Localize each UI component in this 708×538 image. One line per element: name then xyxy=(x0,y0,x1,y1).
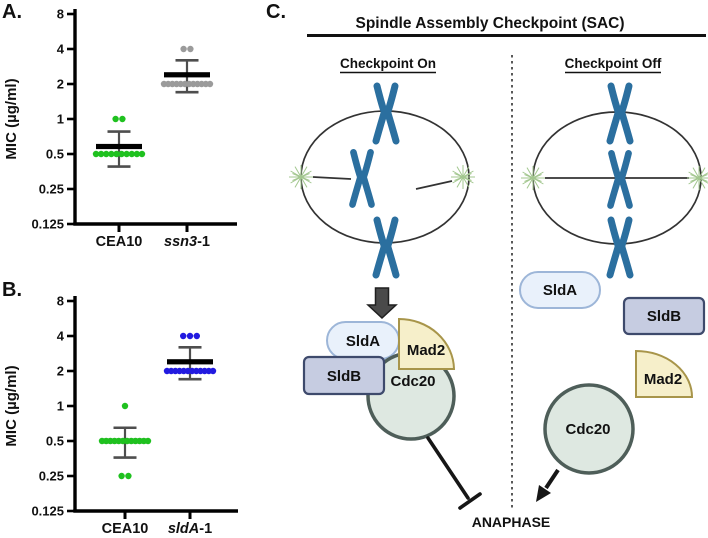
data-point xyxy=(103,150,110,158)
y-tick-label: 0.125 xyxy=(31,504,64,519)
checkpoint-on-heading: Checkpoint On xyxy=(340,56,436,71)
y-tick-label: 4 xyxy=(57,42,65,57)
data-point xyxy=(121,402,129,410)
y-tick-label: 0.5 xyxy=(46,147,64,162)
data-point xyxy=(180,332,187,340)
sldb-shape-on xyxy=(302,355,386,396)
cdc20-shape-off xyxy=(543,383,635,475)
y-tick-label: 0.125 xyxy=(31,217,64,232)
chromosome-bottom xyxy=(610,220,630,275)
cell-checkpoint-off xyxy=(520,86,708,275)
panel-c-label: C. xyxy=(266,1,286,23)
block-down-arrow-icon xyxy=(366,287,398,320)
y-tick-label: 0.25 xyxy=(39,469,64,484)
data-point xyxy=(128,150,135,158)
sac-title-underline xyxy=(307,34,706,37)
sldb-label-off: SldB xyxy=(647,308,681,325)
slda-label-off: SldA xyxy=(543,282,577,299)
y-tick-label: 8 xyxy=(57,7,64,22)
data-point xyxy=(113,150,120,158)
activation-arrow-icon xyxy=(536,468,560,502)
y-axis-title: MIC (µg/ml) xyxy=(3,365,20,446)
data-point xyxy=(125,472,132,480)
data-point xyxy=(193,332,200,340)
spindle-pole-left xyxy=(520,165,546,191)
chromosome-middle xyxy=(611,153,630,205)
panel-b-label: B. xyxy=(2,279,22,301)
y-tick-label: 1 xyxy=(57,112,64,127)
data-point xyxy=(92,150,100,158)
mean-bar xyxy=(164,72,210,78)
spindle-pole-right xyxy=(450,164,476,190)
cdc20-label-on: Cdc20 xyxy=(390,373,435,390)
mad2-label-off: Mad2 xyxy=(644,371,682,388)
cell-checkpoint-on xyxy=(288,86,476,275)
mean-bar xyxy=(167,359,213,365)
y-axis-title: MIC (µg/ml) xyxy=(3,78,20,159)
x-category-label: CEA10 xyxy=(102,521,149,537)
cdc20-label-off: Cdc20 xyxy=(565,421,610,438)
slda-label-on: SldA xyxy=(346,333,380,350)
data-point xyxy=(123,150,130,158)
chromosome-bottom xyxy=(376,220,396,275)
sldb-shape-off xyxy=(622,296,706,336)
y-tick-label: 2 xyxy=(57,77,64,92)
slda-shape-off xyxy=(519,271,601,309)
sac-diagram: Spindle Assembly Checkpoint (SAC) Checkp… xyxy=(288,15,708,530)
sac-title: Spindle Assembly Checkpoint (SAC) xyxy=(356,15,625,32)
chromosome-middle xyxy=(353,152,372,204)
scatter-plot-a: 8 4 2 1 0.5 0.25 0.125 MIC (µg/ml) CEA10 ssn3-1 xyxy=(3,7,237,250)
panel-a-label: A. xyxy=(2,1,22,23)
inhibition-tbar-icon xyxy=(426,436,482,510)
data-point xyxy=(206,80,214,88)
microtubule-unattached xyxy=(415,180,453,190)
x-category-label: ssn3-1 xyxy=(164,234,210,250)
y-tick-label: 4 xyxy=(57,329,65,344)
checkpoint-off-heading: Checkpoint Off xyxy=(565,56,662,71)
data-point xyxy=(144,437,152,445)
y-tick-label: 1 xyxy=(57,399,64,414)
x-category-label: sldA-1 xyxy=(168,521,212,537)
data-point xyxy=(97,150,105,158)
mean-bar xyxy=(96,143,142,150)
data-point xyxy=(209,367,217,375)
data-point xyxy=(119,115,126,123)
spindle-pole-right xyxy=(686,165,708,191)
data-point xyxy=(133,150,141,158)
data-point xyxy=(108,150,115,158)
data-point xyxy=(118,150,125,158)
sac-proteins-off: SldA SldB Mad2 Cdc20 xyxy=(519,271,706,475)
mad2-shape-off xyxy=(635,349,694,398)
sac-complex-on: SldA Mad2 SldB Cdc20 xyxy=(302,317,456,441)
y-tick-label: 8 xyxy=(57,294,64,309)
scatter-plot-b: 8 4 2 1 0.5 0.25 0.125 MIC (µg/ml) CEA10 sldA-1 xyxy=(3,294,238,537)
data-point xyxy=(186,332,194,340)
microtubule-attached xyxy=(312,176,352,180)
sldb-label-on: SldB xyxy=(327,368,361,385)
y-tick-label: 0.25 xyxy=(39,182,64,197)
y-tick-label: 0.5 xyxy=(46,434,64,449)
y-tick-label: 2 xyxy=(57,364,64,379)
data-point xyxy=(187,45,194,53)
anaphase-label: ANAPHASE xyxy=(472,514,551,530)
chromosome-top xyxy=(610,86,630,141)
data-point xyxy=(138,150,146,158)
spindle-pole-left xyxy=(288,164,314,190)
x-category-label: CEA10 xyxy=(96,234,143,250)
chromosome-top xyxy=(376,86,396,141)
data-point xyxy=(118,472,125,480)
mad2-label-on: Mad2 xyxy=(407,342,445,359)
data-point xyxy=(180,45,187,53)
data-point xyxy=(112,115,119,123)
mad2-shape-on xyxy=(398,317,456,370)
